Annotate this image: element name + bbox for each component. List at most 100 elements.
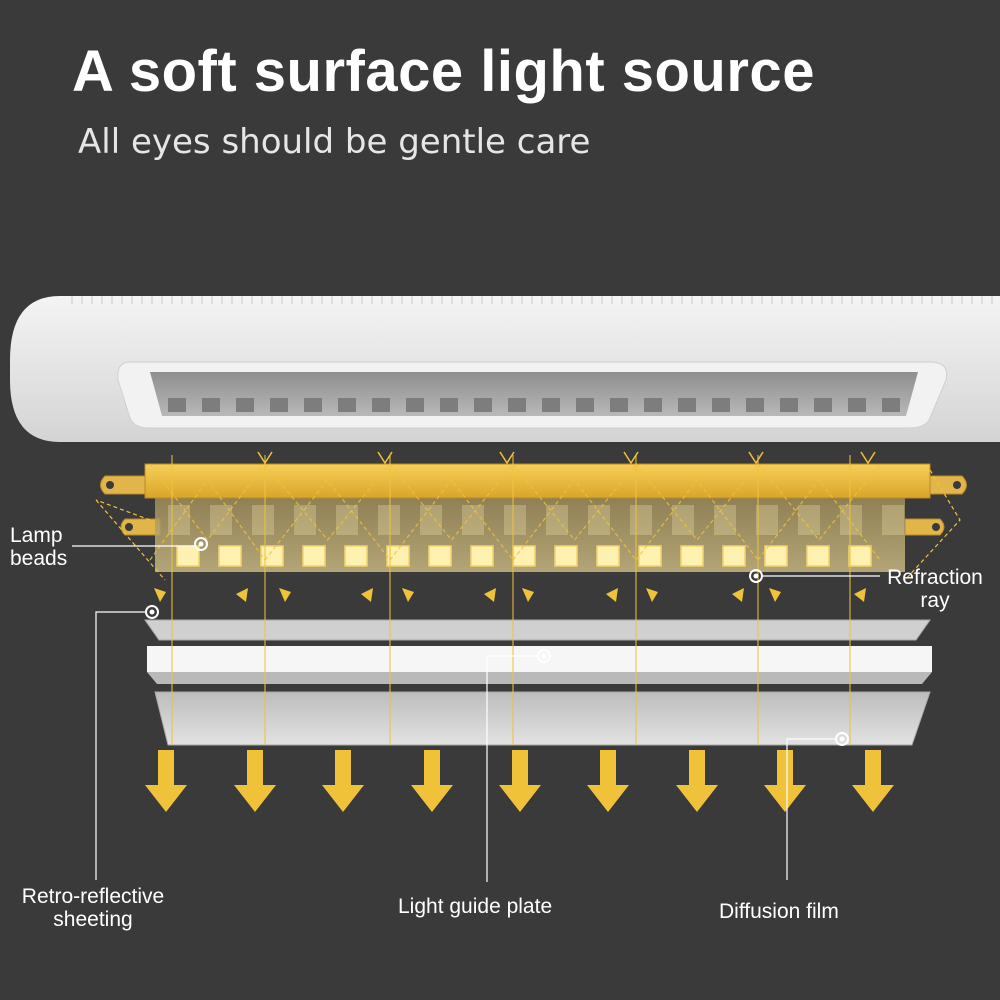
- ray-marker: [522, 588, 534, 602]
- lamp-bead-shadow: [798, 505, 820, 535]
- callout-dot-lamp-beads-core: [198, 541, 204, 547]
- housing-led-slot: [406, 398, 424, 412]
- lamp-bead: [428, 545, 452, 567]
- lamp-bead: [638, 545, 662, 567]
- label-lamp-beads-line1: Lamp: [10, 524, 63, 547]
- refraction-path: [389, 463, 514, 561]
- lamp-bead-shadow: [756, 505, 778, 535]
- refraction-path: [757, 463, 881, 561]
- ray-entry-mark: [499, 451, 515, 465]
- ray-marker: [484, 588, 496, 602]
- lamp-bead: [848, 545, 872, 567]
- down-arrow: [411, 750, 453, 812]
- housing-led-slot: [712, 398, 730, 412]
- ray-marker: [769, 588, 781, 602]
- headline: A soft surface light source: [72, 39, 815, 104]
- lamp-bead-shadow: [882, 505, 904, 535]
- label-retro-line2: sheeting: [53, 908, 133, 931]
- lamp-bead: [218, 545, 242, 567]
- emitted-light-arrows: [145, 750, 894, 812]
- mounting-tab-left: [100, 475, 161, 536]
- callout-light-guide: [486, 655, 538, 882]
- callout-dot-retro-core: [149, 609, 155, 615]
- callout-dot-lamp-beads: [194, 537, 208, 551]
- lamp-housing: [10, 296, 1000, 442]
- lamp-bead-shadow: [546, 505, 568, 535]
- refraction-rays: [95, 451, 961, 745]
- lamp-bead-shadow: [504, 505, 526, 535]
- refraction-path: [149, 463, 266, 561]
- ray-marker: [606, 588, 618, 602]
- refraction-path: [264, 463, 391, 561]
- lamp-bead: [764, 545, 788, 567]
- ray-marker: [854, 588, 866, 602]
- refraction-path: [95, 469, 961, 581]
- callout-diffusion: [786, 738, 836, 880]
- lamp-bead: [344, 545, 368, 567]
- lamp-bead: [302, 545, 326, 567]
- refraction-path: [512, 463, 637, 561]
- callout-dot-diffusion: [835, 732, 849, 746]
- housing-led-slot: [576, 398, 594, 412]
- housing-led-slot: [304, 398, 322, 412]
- housing-led-slot: [270, 398, 288, 412]
- ray-marker: [732, 588, 744, 602]
- down-arrow: [322, 750, 364, 812]
- label-retro-line1: Retro-reflective: [21, 885, 165, 908]
- lamp-bead: [806, 545, 830, 567]
- ray-marker: [361, 588, 373, 602]
- housing-led-slot: [372, 398, 390, 412]
- lamp-bead-shadow: [630, 505, 652, 535]
- housing-led-slot: [678, 398, 696, 412]
- led-bar: [100, 463, 967, 572]
- lamp-bead-shadow: [672, 505, 694, 535]
- lamp-bead-shadow: [714, 505, 736, 535]
- housing-led-slot: [814, 398, 832, 412]
- callout-dot-light-guide-core: [541, 653, 547, 659]
- housing-led-slot: [542, 398, 560, 412]
- down-arrow: [234, 750, 276, 812]
- ray-entry-mark: [377, 451, 393, 465]
- housing-ribs: [71, 296, 993, 304]
- ray-marker: [646, 588, 658, 602]
- callout-dot-retro: [145, 605, 159, 619]
- lamp-bead: [596, 545, 620, 567]
- lamp-bead: [470, 545, 494, 567]
- ray-marker: [154, 588, 166, 602]
- ray-entry-mark: [860, 451, 876, 465]
- ray-entry-mark: [623, 451, 639, 465]
- housing-led-slot: [610, 398, 628, 412]
- lamp-bead-shadow: [840, 505, 862, 535]
- retro-reflective-sheeting: [144, 619, 931, 641]
- housing-led-slot: [848, 398, 866, 412]
- lamp-bead-shadow: [336, 505, 358, 535]
- lamp-bead: [722, 545, 746, 567]
- diffusion-film: [154, 691, 931, 746]
- refraction-path: [635, 463, 759, 561]
- lamp-bead-shadow: [462, 505, 484, 535]
- down-arrow: [764, 750, 806, 812]
- callout-lines: [72, 537, 880, 882]
- callout-retro: [95, 611, 146, 880]
- housing-led-slot: [644, 398, 662, 412]
- down-arrow: [145, 750, 187, 812]
- callout-dot-diffusion-core: [839, 736, 845, 742]
- lamp-bead: [176, 545, 200, 567]
- label-refraction-line2: ray: [920, 589, 950, 612]
- down-arrow: [676, 750, 718, 812]
- mounting-tab-right: [904, 475, 967, 536]
- ray-marker: [279, 588, 291, 602]
- label-retro-reflective-sheeting: Retro-reflective sheeting: [8, 885, 178, 931]
- lamp-bead-shadow: [378, 505, 400, 535]
- lamp-bead-shadow: [252, 505, 274, 535]
- down-arrow: [499, 750, 541, 812]
- housing-led-slot: [440, 398, 458, 412]
- label-diffusion-film: Diffusion film: [719, 900, 839, 923]
- subheadline: All eyes should be gentle care: [78, 122, 591, 162]
- housing-led-slot: [202, 398, 220, 412]
- lamp-bead-shadow: [294, 505, 316, 535]
- housing-led-slot: [168, 398, 186, 412]
- housing-led-slot: [474, 398, 492, 412]
